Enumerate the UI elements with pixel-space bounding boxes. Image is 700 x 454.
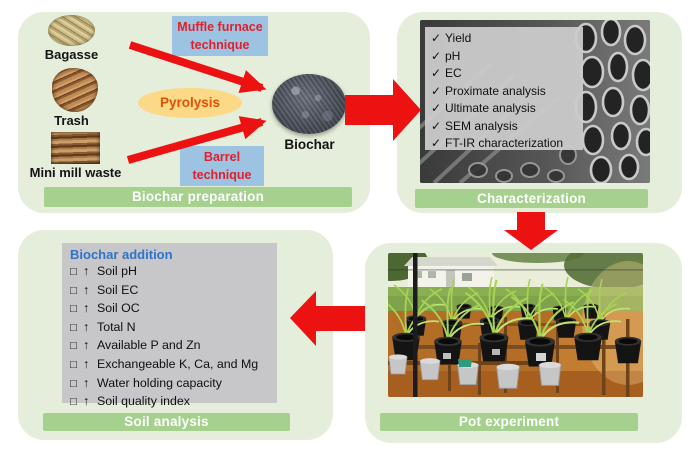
checkbox-icon: □ — [70, 358, 77, 371]
biochar-preparation-title-bar: Biochar preparation — [44, 187, 352, 207]
mini-mill-waste-label: Mini mill waste — [29, 165, 122, 180]
trash-image — [52, 68, 98, 112]
checklist-item: ✓FT-IR characterization — [431, 135, 579, 153]
increase-arrow-icon: ↑ — [83, 264, 90, 278]
barrel-line2: technique — [192, 168, 252, 182]
bagasse-image — [48, 15, 95, 46]
checklist-item: ✓pH — [431, 48, 579, 66]
characterization-title-bar: Characterization — [415, 189, 648, 208]
trash-label: Trash — [54, 113, 89, 128]
checklist-item: ✓SEM analysis — [431, 118, 579, 136]
checkbox-icon: □ — [70, 396, 77, 409]
increase-arrow-icon: ↑ — [83, 282, 90, 297]
mini-mill-waste-image — [51, 132, 100, 164]
bagasse-label: Bagasse — [44, 47, 99, 62]
panel-biochar-preparation: Bagasse Trash Mini mill waste Muffle fur… — [18, 12, 370, 213]
checkbox-icon: □ — [70, 266, 77, 278]
checklist-item-label: Ultimate analysis — [445, 101, 536, 115]
soil-item-label: Soil EC — [97, 282, 139, 297]
check-icon: ✓ — [431, 101, 442, 115]
pot-experiment-title-bar: Pot experiment — [380, 413, 638, 431]
soil-item: □ ↑ Exchangeable K, Ca, and Mg — [70, 356, 273, 375]
increase-arrow-icon: ↑ — [83, 375, 90, 390]
soil-item: □ ↑ Soil pH — [70, 263, 273, 282]
muffle-furnace-line2: technique — [190, 38, 250, 52]
soil-item-label: Soil OC — [97, 301, 140, 316]
increase-arrow-icon: ↑ — [83, 301, 90, 316]
barrel-technique-box: Barrel technique — [180, 146, 264, 186]
checklist-item-label: FT-IR characterization — [445, 136, 564, 150]
checklist-item-label: pH — [445, 48, 461, 63]
barrel-line1: Barrel — [203, 150, 241, 164]
muffle-furnace-technique-box: Muffle furnace technique — [172, 16, 268, 56]
soil-item-label: Water holding capacity — [97, 375, 222, 390]
checkbox-icon: □ — [70, 340, 77, 353]
soil-item: □ ↑ Total N — [70, 319, 273, 338]
checklist-item-label: Yield — [445, 31, 472, 45]
check-icon: ✓ — [431, 83, 442, 98]
soil-item: □ ↑ Soil quality index — [70, 393, 273, 412]
checkbox-icon: □ — [70, 284, 77, 297]
checklist-item: ✓Yield — [431, 30, 579, 48]
increase-arrow-icon: ↑ — [83, 319, 90, 334]
checkbox-icon: □ — [70, 321, 77, 334]
checklist-item: ✓EC — [431, 65, 579, 83]
check-icon: ✓ — [431, 66, 442, 80]
soil-item: □ ↑ Soil EC — [70, 282, 273, 301]
panel-characterization: ✓Yield ✓pH ✓EC ✓Proximate analysis ✓Ulti… — [397, 12, 682, 213]
pot-experiment-scene — [388, 253, 643, 397]
soil-item: □ ↑ Soil OC — [70, 300, 273, 319]
characterization-checklist: ✓Yield ✓pH ✓EC ✓Proximate analysis ✓Ulti… — [425, 27, 583, 150]
check-icon: ✓ — [431, 118, 442, 133]
checklist-item: ✓Ultimate analysis — [431, 100, 579, 118]
check-icon: ✓ — [431, 48, 442, 63]
check-icon: ✓ — [431, 31, 442, 45]
soil-item: □ ↑ Water holding capacity — [70, 375, 273, 394]
biochar-label: Biochar — [284, 137, 335, 152]
soil-item-label: Available P and Zn — [97, 338, 201, 353]
increase-arrow-icon: ↑ — [83, 356, 90, 371]
muffle-furnace-line1: Muffle furnace — [177, 20, 263, 34]
checklist-item-label: SEM analysis — [445, 118, 518, 133]
soil-analysis-title-bar: Soil analysis — [43, 413, 290, 431]
biochar-addition-heading: Biochar addition — [70, 247, 173, 262]
pot-experiment-photo — [388, 253, 643, 397]
checklist-item-label: Proximate analysis — [445, 83, 546, 98]
panel-soil-analysis: Biochar addition □ ↑ Soil pH □ ↑ Soil EC □ ↑ S… — [18, 230, 333, 440]
checklist-item-label: EC — [445, 66, 462, 80]
sem-micrograph-image: ✓Yield ✓pH ✓EC ✓Proximate analysis ✓Ulti… — [420, 20, 650, 183]
increase-arrow-icon: ↑ — [83, 338, 90, 353]
checklist-item: ✓Proximate analysis — [431, 83, 579, 101]
checkbox-icon: □ — [70, 303, 77, 316]
soil-item-label: Total N — [97, 319, 136, 334]
soil-analysis-box: Biochar addition □ ↑ Soil pH □ ↑ Soil EC □ ↑ S… — [62, 243, 277, 408]
check-icon: ✓ — [431, 136, 442, 150]
soil-item-label: Soil quality index — [97, 394, 190, 409]
soil-item: □ ↑ Available P and Zn — [70, 337, 273, 356]
biochar-image — [272, 74, 346, 134]
panel-pot-experiment: Pot experiment — [365, 243, 682, 443]
soil-item-label: Exchangeable K, Ca, and Mg — [97, 356, 259, 371]
increase-arrow-icon: ↑ — [83, 394, 90, 409]
pyrolysis-oval: Pyrolysis — [138, 88, 242, 118]
checkbox-icon: □ — [70, 377, 77, 390]
soil-item-label: Soil pH — [97, 264, 137, 278]
